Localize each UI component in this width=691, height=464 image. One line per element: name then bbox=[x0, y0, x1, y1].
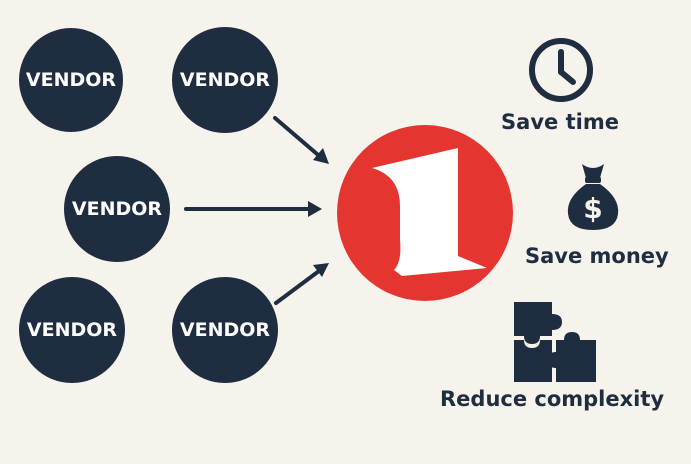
svg-text:$: $ bbox=[583, 192, 602, 225]
vendor-label: VENDOR bbox=[179, 69, 271, 91]
arrow-bottom bbox=[274, 263, 329, 305]
vendor-circle: VENDOR bbox=[172, 27, 278, 133]
numeral-one-shape bbox=[372, 148, 487, 276]
money-bag-icon: $ bbox=[567, 164, 619, 230]
vendor-label: VENDOR bbox=[26, 319, 118, 341]
puzzle-icon bbox=[514, 302, 596, 382]
hub-logo bbox=[337, 125, 513, 301]
vendor-label: VENDOR bbox=[71, 198, 163, 220]
vendor-label: VENDOR bbox=[25, 69, 117, 91]
clock-icon bbox=[529, 38, 593, 102]
arrow-middle bbox=[184, 201, 322, 217]
benefit-label-complexity: Reduce complexity bbox=[440, 387, 665, 411]
benefit-label-time: Save time bbox=[501, 110, 619, 134]
vendor-circle: VENDOR bbox=[19, 28, 123, 132]
vendor-circle: VENDOR bbox=[64, 156, 170, 262]
vendor-label: VENDOR bbox=[179, 319, 271, 341]
vendor-circle: VENDOR bbox=[19, 277, 125, 383]
benefit-label-money: Save money bbox=[525, 244, 669, 268]
arrow-top bbox=[273, 116, 329, 164]
vendor-circle: VENDOR bbox=[172, 277, 278, 383]
